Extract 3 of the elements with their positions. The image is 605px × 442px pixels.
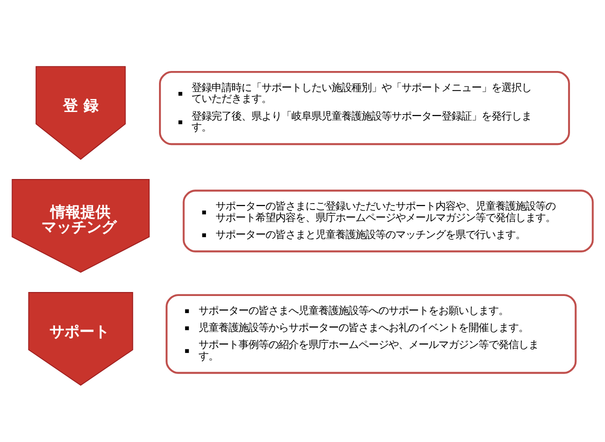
node-box: サポーターの皆さまへ児童養護施設等へのサポートをお願いします。 児童養護施設等からサポーターの皆さまへお礼のイベントを開催します。 サポート事例等の紹介を県庁ホームページや、メールマガジン等で発信します。	[166, 294, 577, 374]
node-box: サポーターの皆さまにご登録いただいたサポート内容や、児童養護施設等のサポート希望内容を、県庁ホームページやメールマガジン等で発信します。 サポーターの皆さまと児童養護施設等のマッチングを県で行います。	[182, 190, 594, 252]
node-box: 登録申請時に「サポートしたい施設種別」や「サポートメニュー」を選択していただきます。 登録完了後、県より「岐阜県児童養護施設等サポーター登録証」を発行します。	[158, 71, 570, 146]
